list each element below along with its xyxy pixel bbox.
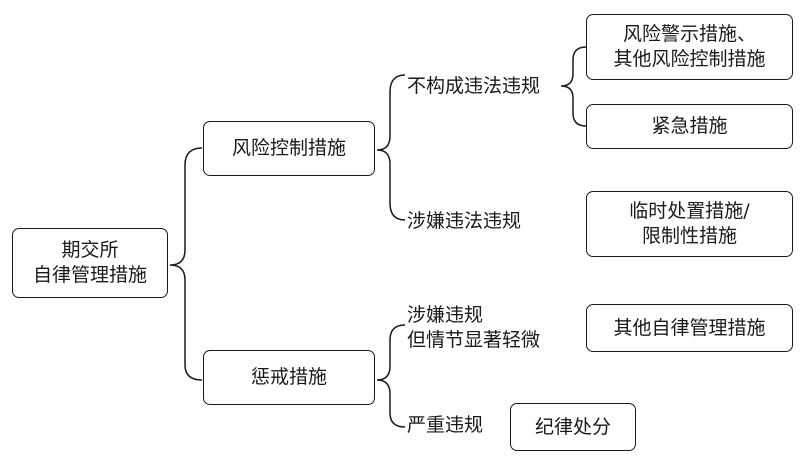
no-violation-label: 不构成违法违规 xyxy=(407,74,540,99)
risk-control-node: 风险控制措施 xyxy=(203,121,375,176)
disciplinary-action-label: 纪律处分 xyxy=(534,415,611,438)
temporary-measures-line1: 临时处置措施/ xyxy=(629,200,750,222)
serious-violation-label: 严重违规 xyxy=(407,413,483,438)
temporary-measures-node: 临时处置措施/ 限制性措施 xyxy=(586,191,793,257)
punishment-label: 惩戒措施 xyxy=(250,366,327,388)
risk-warning-line1: 风险警示措施、 xyxy=(622,23,756,45)
disciplinary-action-node: 纪律处分 xyxy=(510,403,636,451)
root-label-line1: 期交所 xyxy=(61,239,119,261)
suspected-illegal-label: 涉嫌违法违规 xyxy=(407,209,521,234)
no-violation-text: 不构成违法违规 xyxy=(407,75,541,97)
temporary-measures-line2: 限制性措施 xyxy=(641,225,737,247)
brace-risk xyxy=(376,74,406,221)
minor-violation-line2: 但情节显著轻微 xyxy=(407,329,541,351)
minor-violation-line1: 涉嫌违规 xyxy=(407,304,484,326)
punishment-node: 惩戒措施 xyxy=(203,350,375,405)
emergency-measures-node: 紧急措施 xyxy=(586,104,793,149)
other-self-regulation-label: 其他自律管理措施 xyxy=(613,316,766,339)
risk-warning-node: 风险警示措施、 其他风险控制措施 xyxy=(586,14,793,80)
brace-root xyxy=(169,147,203,381)
minor-violation-label: 涉嫌违规 但情节显著轻微 xyxy=(407,303,540,353)
serious-violation-text: 严重违规 xyxy=(407,414,484,436)
brace-no-violation xyxy=(560,46,587,127)
risk-control-label: 风险控制措施 xyxy=(231,137,346,159)
risk-warning-line2: 其他风险控制措施 xyxy=(613,48,766,70)
other-self-regulation-node: 其他自律管理措施 xyxy=(586,304,793,352)
suspected-illegal-text: 涉嫌违法违规 xyxy=(407,210,522,232)
brace-punish xyxy=(376,324,406,428)
emergency-measures-label: 紧急措施 xyxy=(651,115,728,137)
root-label-line2: 自律管理措施 xyxy=(32,264,147,286)
root-node: 期交所 自律管理措施 xyxy=(12,228,168,298)
